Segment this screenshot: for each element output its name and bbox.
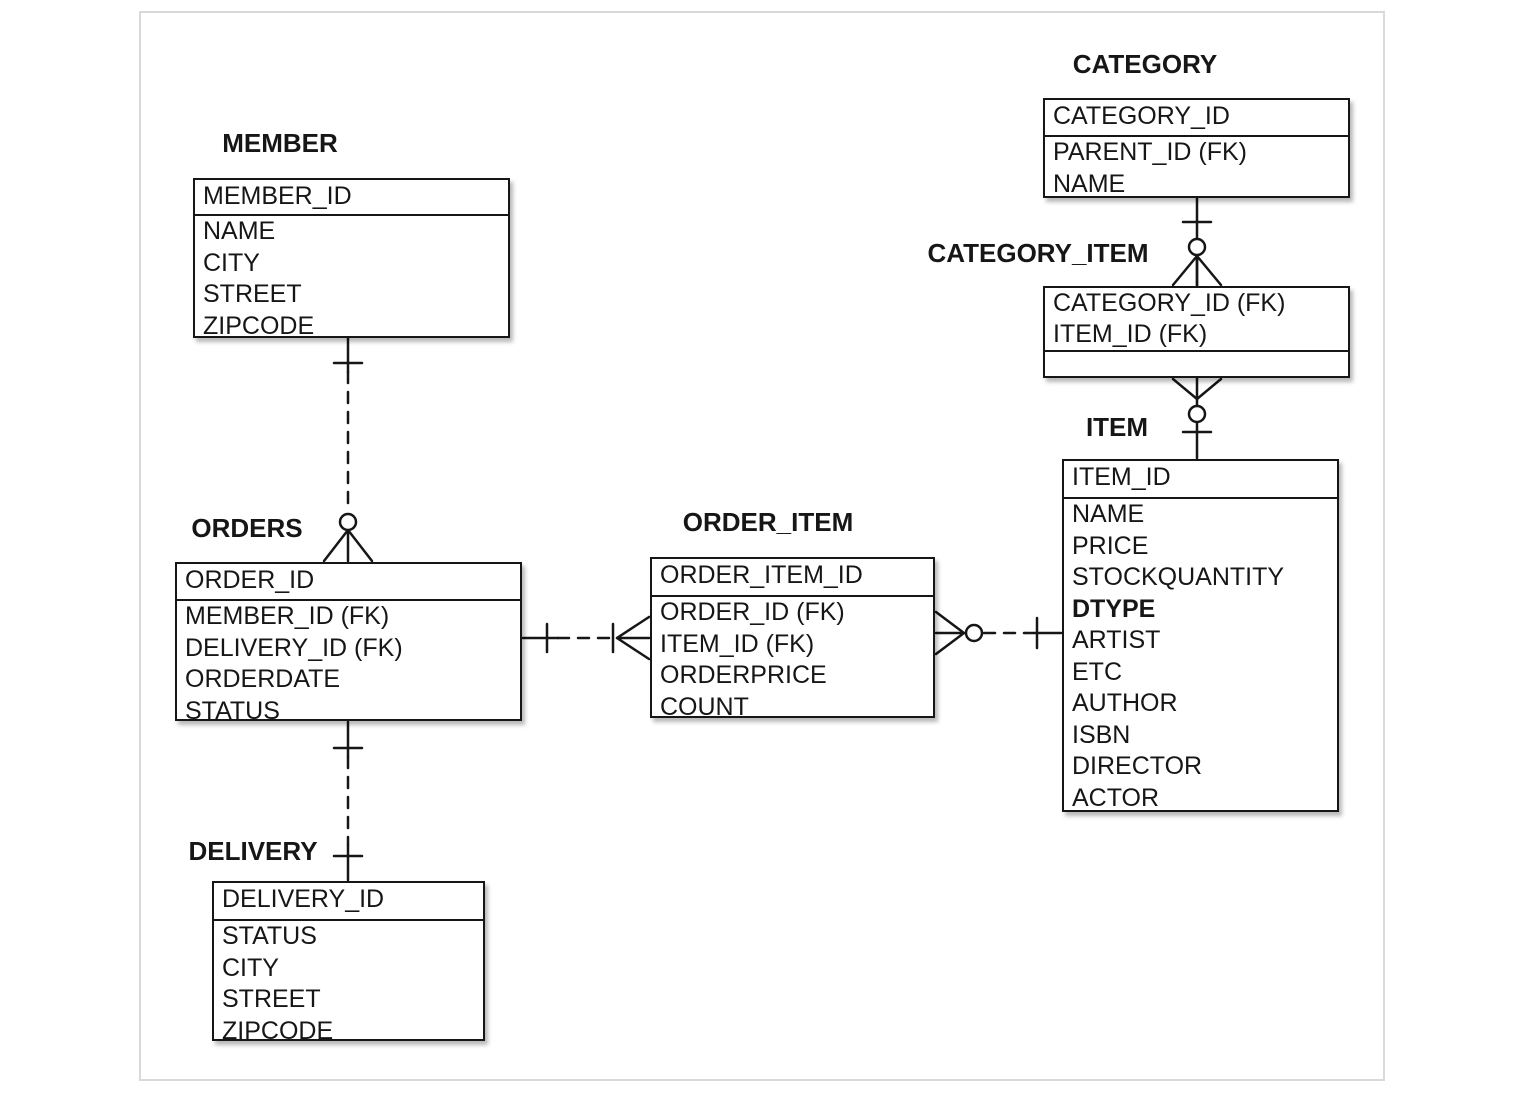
pk-attribute: CATEGORY_ID xyxy=(1053,102,1230,130)
pk-attribute: ORDER_ITEM_ID xyxy=(660,561,863,589)
entity-member-pk-section: MEMBER_ID xyxy=(195,180,508,214)
attribute: STREET xyxy=(203,280,302,308)
entity-categoryitem-title: CATEGORY_ITEM xyxy=(927,238,1149,268)
attribute: DIRECTOR xyxy=(1072,752,1203,780)
entity-category-title: CATEGORY xyxy=(1072,49,1218,79)
entity-category-pk-section: CATEGORY_ID xyxy=(1045,100,1348,135)
attribute: ORDERPRICE xyxy=(660,661,827,689)
entity-categoryitem-attr-section xyxy=(1045,350,1348,376)
entity-orders-title: ORDERS xyxy=(191,513,303,543)
entity-orders-pk-section: ORDER_ID xyxy=(177,564,520,599)
pk-attribute: ORDER_ID xyxy=(185,566,315,594)
attribute-dtype: DTYPE xyxy=(1072,594,1156,623)
entity-item-pk-section: ITEM_ID xyxy=(1064,461,1337,497)
attribute: STOCKQUANTITY xyxy=(1072,563,1285,591)
attribute: STATUS xyxy=(185,696,280,725)
crow-foot xyxy=(934,610,966,656)
zero-circle xyxy=(338,512,358,532)
entity-delivery-attr-section: STATUS CITY STREET ZIPCODE xyxy=(214,919,483,1047)
attribute: COUNT xyxy=(660,692,749,721)
entity-delivery: DELIVERY_ID STATUS CITY STREET ZIPCODE xyxy=(212,881,485,1045)
crow-foot xyxy=(615,615,651,661)
entity-category: CATEGORY_ID PARENT_ID (FK) NAME xyxy=(1043,98,1350,198)
pk-attribute: ITEM_ID xyxy=(1072,463,1171,491)
relationship-member-orders xyxy=(322,336,374,563)
attribute: ISBN xyxy=(1072,720,1131,749)
attribute: ZIPCODE xyxy=(222,1016,334,1045)
attribute: CITY xyxy=(222,953,279,982)
entity-item-attr-section: NAME PRICE STOCKQUANTITY DTYPE ARTIST ET… xyxy=(1064,497,1337,814)
attribute: ETC xyxy=(1072,657,1122,686)
zero-circle xyxy=(964,623,984,643)
entity-categoryitem: CATEGORY_ID (FK) ITEM_ID (FK) xyxy=(1043,286,1350,378)
zero-circle xyxy=(1187,237,1207,257)
attribute: ZIPCODE xyxy=(203,311,315,340)
entity-categoryitem-pk-section: CATEGORY_ID (FK) ITEM_ID (FK) xyxy=(1045,288,1348,350)
crow-foot xyxy=(1171,377,1223,401)
attribute: ORDERDATE xyxy=(185,665,341,693)
attribute: AUTHOR xyxy=(1072,689,1178,717)
attribute: CITY xyxy=(203,248,260,277)
relationship-orders-delivery xyxy=(332,720,364,882)
attribute: STREET xyxy=(222,985,321,1013)
attribute: PARENT_ID (FK) xyxy=(1053,138,1247,166)
attribute: NAME xyxy=(1053,169,1126,198)
pk-attribute: DELIVERY_ID xyxy=(222,885,385,913)
relationship-orders-orderitem xyxy=(521,615,651,661)
attribute: ITEM_ID (FK) xyxy=(660,629,815,658)
attribute: NAME xyxy=(203,217,276,245)
relationship-orderitem-item xyxy=(934,610,1063,656)
crow-foot xyxy=(322,528,374,563)
entity-orders: ORDER_ID MEMBER_ID (FK) DELIVERY_ID (FK)… xyxy=(175,562,522,725)
attribute: STATUS xyxy=(222,922,317,950)
attribute: ARTIST xyxy=(1072,626,1161,654)
attribute: DELIVERY_ID (FK) xyxy=(185,633,403,662)
attribute: NAME xyxy=(1072,500,1145,528)
entity-category-attr-section: PARENT_ID (FK) NAME xyxy=(1045,135,1348,200)
attribute: MEMBER_ID (FK) xyxy=(185,602,390,630)
pk-attribute: MEMBER_ID xyxy=(203,182,352,210)
attribute: ORDER_ID (FK) xyxy=(660,598,845,626)
attribute: PRICE xyxy=(1072,531,1149,560)
entity-delivery-pk-section: DELIVERY_ID xyxy=(214,883,483,919)
entity-item: ITEM_ID NAME PRICE STOCKQUANTITY DTYPE A… xyxy=(1062,459,1339,812)
entity-orderitem: ORDER_ITEM_ID ORDER_ID (FK) ITEM_ID (FK)… xyxy=(650,557,935,721)
entity-member: MEMBER_ID NAME CITY STREET ZIPCODE xyxy=(193,178,510,340)
relationship-categoryitem-item xyxy=(1171,376,1223,460)
entity-member-title: MEMBER xyxy=(222,128,338,158)
entity-orderitem-title: ORDER_ITEM xyxy=(682,507,854,537)
pk-attribute: ITEM_ID (FK) xyxy=(1053,320,1208,348)
entity-orders-attr-section: MEMBER_ID (FK) DELIVERY_ID (FK) ORDERDAT… xyxy=(177,599,520,727)
entity-orderitem-attr-section: ORDER_ID (FK) ITEM_ID (FK) ORDERPRICE CO… xyxy=(652,595,933,723)
relationship-category-categoryitem xyxy=(1171,196,1223,288)
attribute: ACTOR xyxy=(1072,783,1160,812)
entity-item-title: ITEM xyxy=(1085,412,1149,442)
zero-circle xyxy=(1187,404,1207,424)
crow-foot xyxy=(1171,254,1223,287)
entity-delivery-title: DELIVERY xyxy=(188,836,318,866)
entity-orderitem-pk-section: ORDER_ITEM_ID xyxy=(652,559,933,595)
pk-attribute: CATEGORY_ID (FK) xyxy=(1053,289,1286,317)
entity-member-attr-section: NAME CITY STREET ZIPCODE xyxy=(195,214,508,342)
